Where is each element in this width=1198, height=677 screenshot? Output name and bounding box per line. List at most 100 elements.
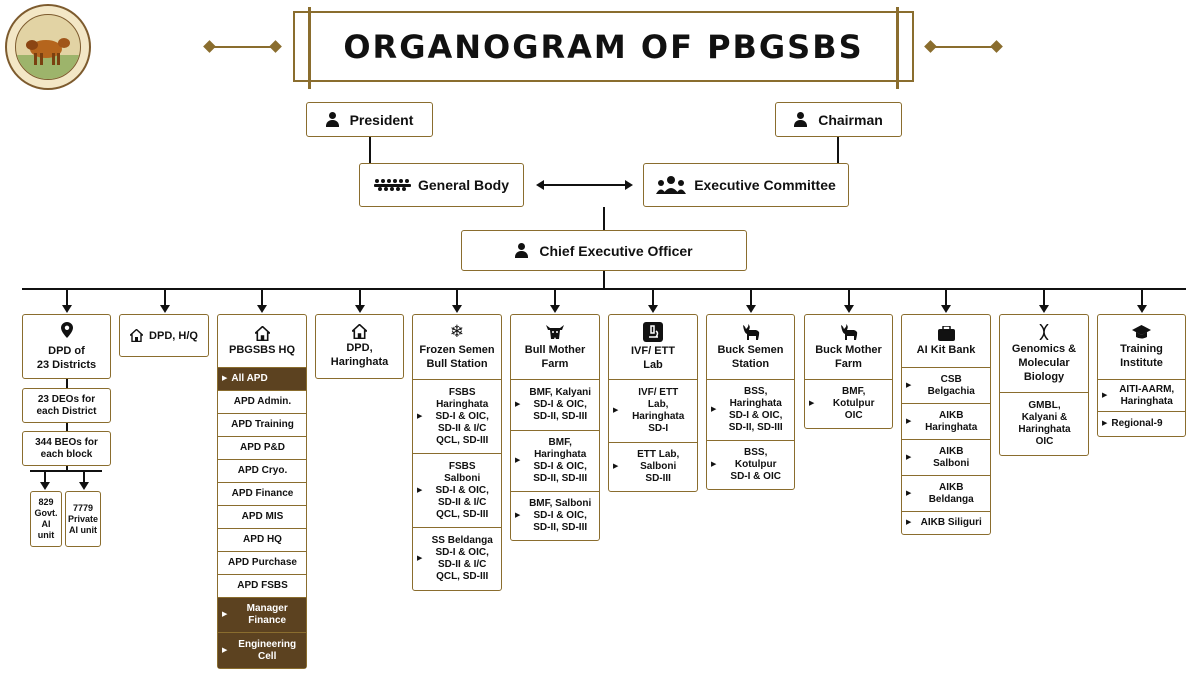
bmf-item-salboni[interactable]: ▶BMF, Salboni SD-I & OIC, SD-II, SD-III [515, 498, 592, 533]
diamond-icon [990, 40, 1003, 53]
bullet-arrow-icon: ▶ [222, 375, 228, 382]
hq-item-apd-purchase[interactable]: APD Purchase [218, 552, 306, 575]
bmf-column: Bull Mother Farm ▶BMF, Kalyani SD-I & OI… [510, 314, 600, 541]
training-node[interactable]: Training Institute [1098, 315, 1185, 380]
diamond-icon [269, 40, 282, 53]
bkmf-node[interactable]: Buck Mother Farm [805, 315, 892, 380]
aikit-item-haringhata[interactable]: ▶AIKB Haringhata [902, 404, 990, 440]
bullet-arrow-icon: ▶ [417, 555, 423, 562]
genomics-column: Genomics & Molecular Biology GMBL, Kalya… [999, 314, 1089, 456]
aikit-column: AI Kit Bank ▶CSB Belgachia ▶AIKB Haringh… [901, 314, 991, 535]
cow-icon [546, 325, 564, 339]
fsbs-node[interactable]: ❄ Frozen Semen Bull Station [413, 315, 501, 380]
fsbs-item-beldanga[interactable]: ▶SS Beldanga SD-I & OIC, SD-II & I/C QCL… [417, 535, 493, 582]
arrow-down-icon [160, 305, 170, 313]
aikit-item-beldanga[interactable]: ▶AIKB Beldanga [902, 476, 990, 512]
arrow-down-icon [844, 305, 854, 313]
arrow-down-icon [550, 305, 560, 313]
dpd-haringhata-node[interactable]: DPD, Haringhata [315, 314, 404, 379]
hq-item-apd-fsbs[interactable]: APD FSBS [218, 575, 306, 598]
bkmf-item-kotulpur[interactable]: ▶BMF, Kotulpur OIC [809, 386, 875, 421]
microscope-icon [643, 322, 663, 342]
hq-item-apd-cryo[interactable]: APD Cryo. [218, 460, 306, 483]
bullet-arrow-icon: ▶ [417, 412, 423, 420]
hq-item-apd-training[interactable]: APD Training [218, 414, 306, 437]
bss-node[interactable]: Buck Semen Station [707, 315, 794, 380]
aikit-item-salboni[interactable]: ▶AIKB Salboni [902, 440, 990, 476]
aikit-item-siliguri[interactable]: ▶AIKB Siliguri [906, 517, 982, 528]
ceo-node[interactable]: Chief Executive Officer [461, 230, 747, 271]
main-horizontal-connector [22, 288, 1186, 290]
hq-item-all-apd[interactable]: ▶All APD [218, 368, 306, 391]
graduation-cap-icon [1132, 324, 1151, 338]
training-item-regional-9[interactable]: ▶Regional-9 [1102, 418, 1163, 429]
bss-item-haringhata[interactable]: ▶BSS, Haringhata SD-I & OIC, SD-II, SD-I… [707, 380, 794, 441]
group-of-people-icon [373, 179, 411, 191]
goat-icon [742, 323, 759, 340]
committee-icon [656, 176, 687, 194]
hq-item-manager-finance[interactable]: ▶Manager Finance [218, 598, 306, 633]
dpd-hq-node[interactable]: DPD, H/Q [119, 314, 209, 357]
president-node[interactable]: President [306, 102, 433, 137]
general-body-executive-link [543, 184, 627, 186]
bullet-arrow-icon: ▶ [711, 406, 717, 413]
genomics-node[interactable]: Genomics & Molecular Biology [1000, 315, 1088, 393]
arrow-down-icon [79, 482, 89, 490]
hq-item-apd-hq[interactable]: APD HQ [218, 529, 306, 552]
govt-ai-unit-node[interactable]: 829 Govt. AI unit [30, 491, 62, 547]
chairman-node[interactable]: Chairman [775, 102, 902, 137]
bullet-arrow-icon: ▶ [222, 611, 228, 618]
fsbs-item-salboni[interactable]: ▶FSBS Salboni SD-I & OIC, SD-II & I/C QC… [413, 454, 501, 528]
dpd-23-districts-node[interactable]: DPD of 23 Districts [22, 314, 111, 379]
home-icon [352, 324, 367, 339]
hq-item-apd-mis[interactable]: APD MIS [218, 506, 306, 529]
aikit-item-belgachia[interactable]: ▶CSB Belgachia [902, 368, 990, 404]
ivf-item-haringhata[interactable]: ▶IVF/ ETT Lab, Haringhata SD-I [609, 380, 697, 443]
arrow-down-icon [257, 305, 267, 313]
bullet-arrow-icon: ▶ [906, 453, 912, 461]
bullet-arrow-icon: ▶ [613, 463, 619, 470]
diamond-icon [203, 40, 216, 53]
hq-item-apd-finance[interactable]: APD Finance [218, 483, 306, 506]
general-body-node[interactable]: General Body [359, 163, 524, 207]
arrow-down-icon [452, 305, 462, 313]
bullet-arrow-icon: ▶ [515, 512, 521, 519]
bmf-node[interactable]: Bull Mother Farm [511, 315, 599, 380]
hq-item-engineering-cell[interactable]: ▶Engineering Cell [218, 633, 306, 668]
hq-item-apd-pd[interactable]: APD P&D [218, 437, 306, 460]
arrow-down-icon [355, 305, 365, 313]
title-decoration-left [213, 46, 275, 48]
title-frame: ORGANOGRAM OF PBGSBS [293, 7, 914, 89]
executive-committee-node[interactable]: Executive Committee [643, 163, 849, 207]
bullet-arrow-icon: ▶ [417, 486, 423, 494]
arrow-right-icon [625, 180, 633, 190]
bullet-arrow-icon: ▶ [906, 417, 912, 425]
bullet-arrow-icon: ▶ [1102, 420, 1108, 427]
arrow-down-icon [40, 482, 50, 490]
home-icon [130, 329, 144, 342]
bss-item-kotulpur[interactable]: ▶BSS, Kotulpur SD-I & OIC [711, 447, 781, 482]
bullet-arrow-icon: ▶ [222, 646, 228, 654]
pbgsbs-logo [5, 4, 91, 90]
arrow-down-icon [62, 305, 72, 313]
bullet-arrow-icon: ▶ [906, 381, 912, 389]
dpd-23-label: DPD of 23 Districts [36, 344, 97, 371]
fsbs-item-haringhata[interactable]: ▶FSBS Haringhata SD-I & OIC, SD-II & I/C… [413, 380, 501, 454]
training-item-aiti-aarm[interactable]: ▶AITI-AARM, Haringhata [1098, 380, 1185, 412]
bullet-arrow-icon: ▶ [809, 400, 815, 407]
bmf-item-kalyani[interactable]: ▶BMF, Kalyani SD-I & OIC, SD-II, SD-III [511, 380, 599, 431]
bmf-item-haringhata[interactable]: ▶BMF, Haringhata SD-I & OIC, SD-II, SD-I… [511, 431, 599, 492]
person-icon [325, 112, 340, 127]
arrow-down-icon [648, 305, 658, 313]
bullet-arrow-icon: ▶ [906, 489, 912, 497]
aikit-node[interactable]: AI Kit Bank [902, 315, 990, 368]
pbgsbs-hq-node[interactable]: PBGSBS HQ [218, 315, 306, 368]
private-ai-unit-node[interactable]: 7779 Private AI unit [65, 491, 101, 547]
deos-node[interactable]: 23 DEOs for each District [22, 388, 111, 423]
ivf-node[interactable]: IVF/ ETT Lab [609, 315, 697, 380]
ivf-item-salboni[interactable]: ▶ETT Lab, Salboni SD-III [613, 449, 680, 484]
hq-item-apd-admin[interactable]: APD Admin. [218, 391, 306, 414]
beos-node[interactable]: 344 BEOs for each block [22, 431, 111, 466]
arrow-left-icon [536, 180, 544, 190]
genomics-item-gmbl[interactable]: GMBL, Kalyani & Haringhata OIC [1018, 400, 1071, 447]
